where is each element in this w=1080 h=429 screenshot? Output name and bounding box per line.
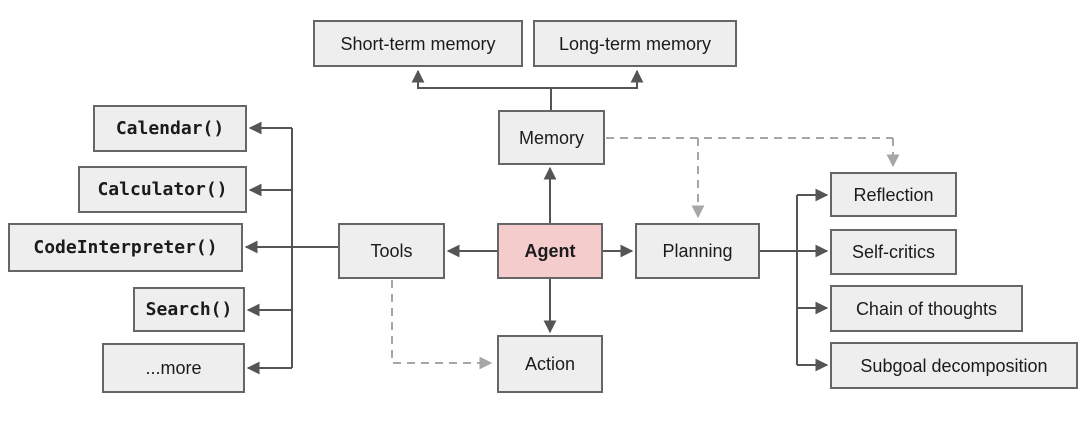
memory-node: Memory [498, 110, 605, 165]
short-term-memory-node: Short-term memory [313, 20, 523, 67]
tools-collector-line [291, 128, 338, 368]
planning-collector-line [760, 195, 798, 365]
planning-node: Planning [635, 223, 760, 279]
self-critics-node: Self-critics [830, 229, 957, 275]
reflection-node: Reflection [830, 172, 957, 217]
calculator-node: Calculator() [78, 166, 247, 213]
agent-node: Agent [497, 223, 603, 279]
tools-node: Tools [338, 223, 445, 279]
subgoal-decomposition-node: Subgoal decomposition [830, 342, 1078, 389]
action-node: Action [497, 335, 603, 393]
code-interpreter-node: CodeInterpreter() [8, 223, 243, 272]
tools-to-action-dashed-arrow [391, 280, 493, 370]
search-node: Search() [133, 287, 245, 332]
more-node: ...more [102, 343, 245, 393]
memory-branch-connector [418, 87, 637, 110]
long-term-memory-node: Long-term memory [533, 20, 737, 67]
chain-of-thoughts-node: Chain of thoughts [830, 285, 1023, 332]
calendar-node: Calendar() [93, 105, 247, 152]
